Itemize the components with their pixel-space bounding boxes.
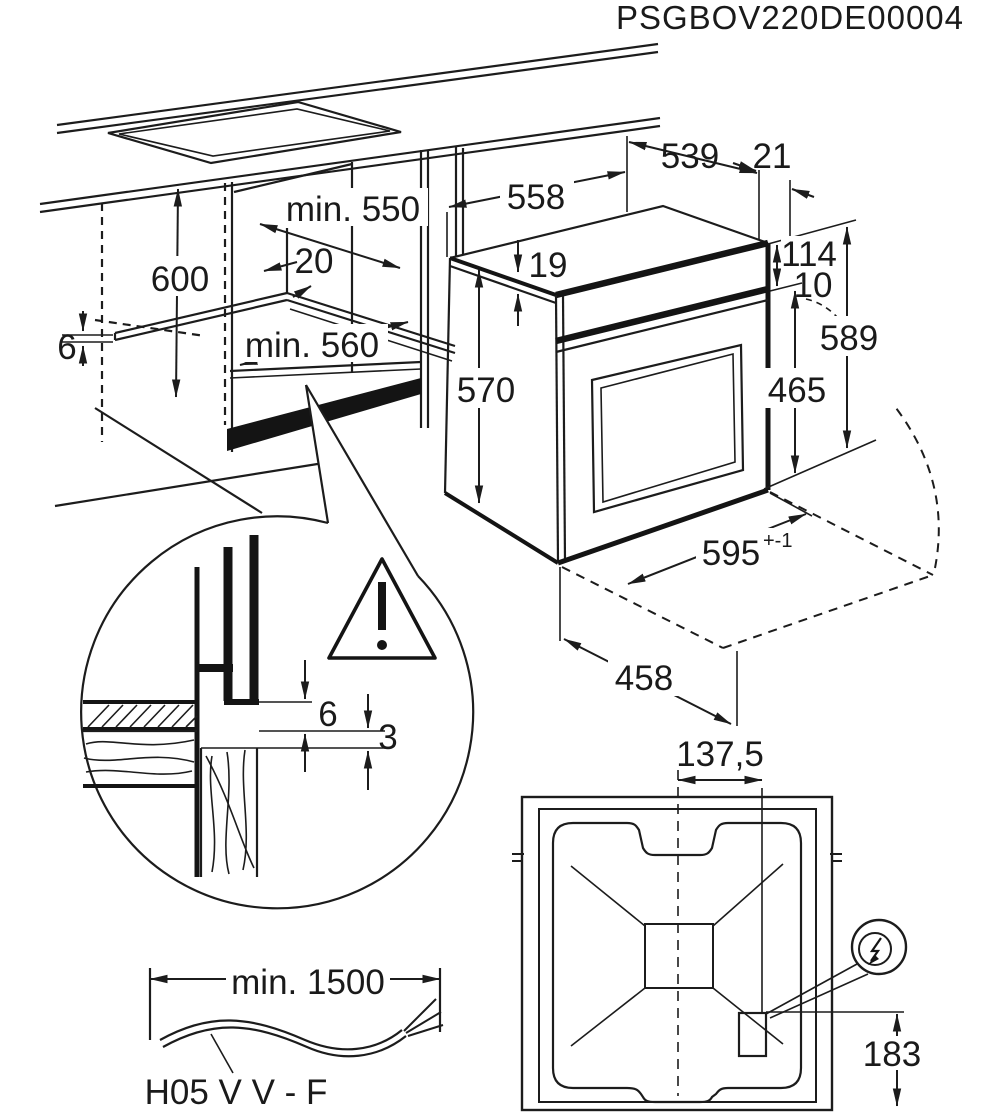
junction-box — [737, 1011, 768, 1058]
cable-drawing — [159, 998, 444, 1058]
door-swing-arc — [892, 403, 940, 569]
label-cable-type: H05 V V - F — [145, 1073, 328, 1112]
hob-cutout-inner — [118, 108, 391, 157]
dim-side-height: 570 — [450, 269, 520, 504]
dim-label-niche-height: 600 — [151, 260, 209, 299]
dim-label-detail-lower-gap: 3 — [378, 718, 397, 757]
power-cable-view: min. 1500 H05 V V - F — [145, 958, 444, 1112]
dim-label-body-width: 539 — [661, 137, 719, 176]
dim-label-back-gap: 20 — [295, 242, 334, 281]
dim-rail-thickness: 6 — [57, 311, 88, 367]
detail-circle-view: 6 3 — [80, 515, 475, 910]
dim-door-height: 465 — [764, 290, 830, 474]
dim-connection-offset-y: 183 — [766, 1011, 921, 1107]
dim-front-width: 595 +-1 — [627, 492, 813, 585]
cabinet-cutout-view: 600 min. 550 20 min. 560 6 — [39, 42, 661, 514]
document-title: PSGBOV220DE00004 — [616, 0, 964, 36]
dim-back-gap: 20 — [263, 242, 334, 299]
dim-label-detail-upper-gap: 6 — [318, 695, 337, 734]
dim-open-door-depth: 458 — [559, 567, 738, 726]
door-window-inner — [600, 352, 736, 504]
dim-detail-upper-gap: 6 — [300, 660, 338, 772]
dim-label-niche-depth-top: min. 550 — [286, 190, 420, 229]
detail-circle — [80, 515, 475, 910]
dim-overall-height: 589 — [763, 226, 882, 490]
dim-panel-door-gap: 10 — [794, 266, 839, 319]
hob-cutout-outer — [107, 100, 402, 165]
dim-back-offset: 21 — [732, 137, 815, 248]
dim-panel-height: 114 — [767, 219, 857, 292]
dim-label-connection-x: 137,5 — [676, 735, 764, 774]
dim-label-top-depth: 558 — [507, 178, 565, 217]
dim-label-connection-y: 183 — [863, 1035, 921, 1074]
rear-embossed-panel — [551, 821, 803, 1104]
oven-isometric-view: 558 539 21 19 570 — [443, 136, 940, 726]
cabinet-panel-section — [83, 729, 259, 877]
dim-body-width: 539 — [628, 137, 760, 240]
dim-label-top-plate: 19 — [529, 246, 568, 285]
dim-label-panel-door-gap: 10 — [794, 266, 833, 305]
dim-label-niche-depth-bottom: min. 560 — [245, 326, 379, 365]
dim-connection-offset-x: 137,5 — [676, 735, 764, 785]
worktop — [39, 42, 661, 214]
dim-niche-depth-bottom: min. 560 — [236, 321, 409, 366]
rear-inner-frame — [538, 808, 817, 1103]
dim-label-cable-length: min. 1500 — [231, 963, 385, 1002]
warning-triangle-icon — [327, 557, 437, 660]
dim-label-overall-height: 589 — [820, 319, 878, 358]
dim-label-front-width: 595 — [702, 534, 760, 573]
detail-callout-wedge — [304, 384, 419, 577]
dim-label-back-offset: 21 — [753, 137, 792, 176]
dim-label-door-height: 465 — [768, 371, 826, 410]
dim-top-plate: 19 — [513, 240, 568, 326]
lightning-icon — [765, 918, 908, 1019]
dim-cable-length: min. 1500 — [149, 958, 441, 1002]
door-window-outer — [590, 343, 745, 514]
rear-brace-lines — [570, 863, 784, 1047]
dim-label-rail-thickness: 6 — [57, 328, 76, 367]
dim-label-panel-height: 114 — [781, 235, 837, 274]
dim-label-side-height: 570 — [457, 371, 515, 410]
dim-label-open-door-depth: 458 — [615, 659, 673, 698]
dim-label-front-width-tolerance: +-1 — [763, 530, 792, 552]
dim-top-depth: 558 — [446, 136, 628, 257]
rear-outer-frame — [520, 795, 834, 1112]
dim-detail-lower-gap: 3 — [363, 694, 398, 790]
worktop-section — [83, 700, 198, 731]
dim-niche-depth-top: min. 550 — [259, 188, 428, 269]
dim-niche-height: 600 — [148, 188, 212, 398]
rear-panel-view: 137,5 183 — [512, 735, 921, 1112]
